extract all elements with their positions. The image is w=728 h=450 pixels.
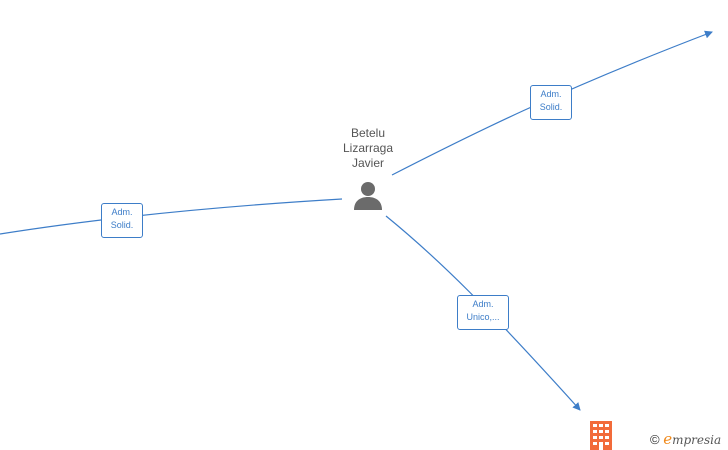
copyright-notice: © empresia <box>650 430 721 448</box>
edge-label-top-right[interactable]: Adm. Solid. <box>530 85 572 120</box>
edge-label-left[interactable]: Adm. Solid. <box>101 203 143 238</box>
edge-label-line: Solid. <box>110 220 134 230</box>
edge-line-left <box>0 198 343 235</box>
edge-label-line: Adm. <box>111 207 133 217</box>
copyright-symbol: © <box>650 432 660 447</box>
brand-logo-initial: e <box>663 430 673 448</box>
edge-label-line: Adm. <box>540 89 562 99</box>
edge-label-line: Adm. <box>472 299 494 309</box>
person-name-line-1: Betelu <box>350 126 386 140</box>
person-name[interactable]: Betelu Lizarraga Javier <box>330 126 406 171</box>
edge-line-top-right <box>391 30 713 176</box>
person-icon[interactable] <box>352 180 384 212</box>
edge-label-line: Unico,... <box>466 312 500 322</box>
brand-logo-text: mpresia <box>672 433 722 447</box>
person-name-line-2: Lizarraga <box>342 141 394 155</box>
edge-label-line: Solid. <box>539 102 563 112</box>
person-name-line-3: Javier <box>351 156 384 170</box>
building-icon[interactable] <box>589 421 613 450</box>
edge-label-bottom[interactable]: Adm. Unico,... <box>457 295 509 330</box>
edge-line-bottom <box>385 215 581 411</box>
